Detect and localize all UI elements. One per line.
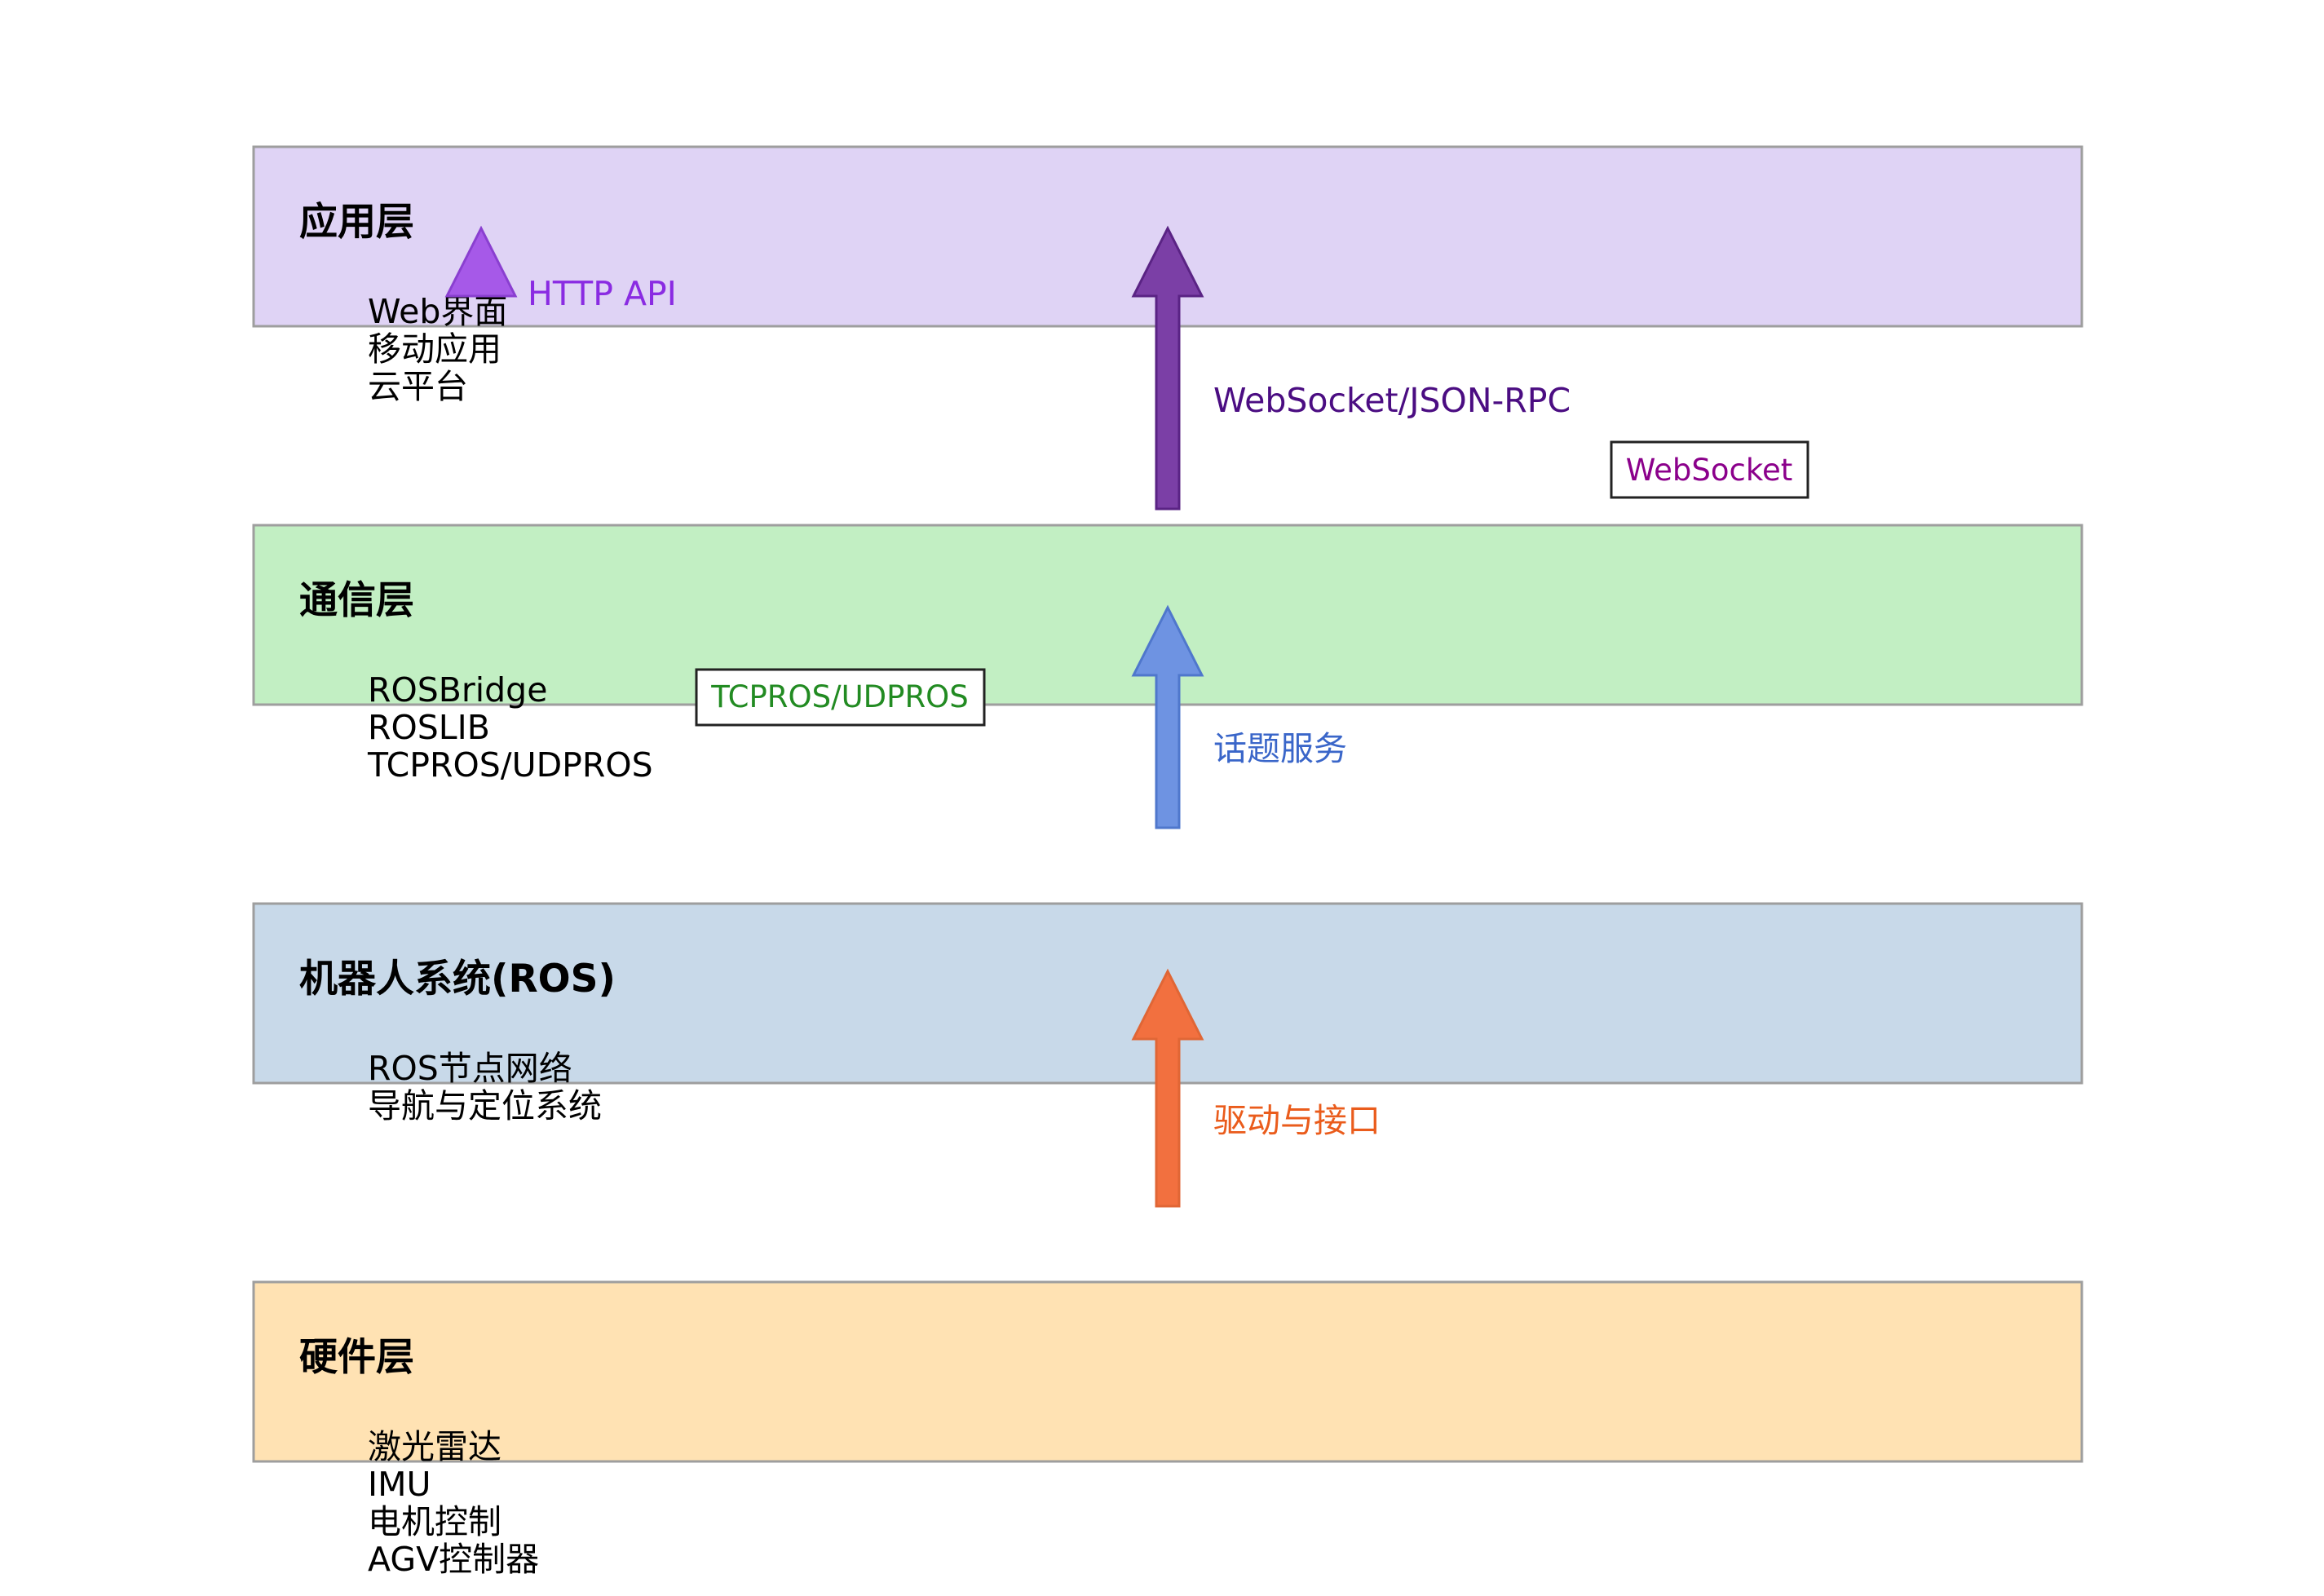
robot-system-layer-title: 机器人系统(ROS) [299, 957, 616, 1001]
websocket-tag-label: WebSocket [1626, 453, 1793, 488]
application-layer-title: 应用层 [299, 200, 414, 245]
layer-item: 导航与定位系统 [368, 1086, 602, 1125]
layer-item: ROSBridge [368, 670, 547, 710]
layer-item: TCPROS/UDPROS [367, 745, 653, 785]
layer-item: Web界面 [368, 292, 507, 331]
driver-interface-arrow [1131, 968, 1204, 1208]
hardware-layer-box [252, 1280, 2083, 1463]
layer-item: ROSLIB [368, 708, 490, 747]
topic-service-arrow [1131, 604, 1204, 829]
http-api-arrowhead [444, 225, 518, 298]
topic-service-label: 话题服务 [1213, 729, 1347, 768]
layer-item: AGV控制器 [368, 1540, 539, 1579]
websocket-tag-box [1610, 440, 1809, 499]
websocket-jsonrpc-label: WebSocket/JSON-RPC [1213, 381, 1571, 420]
layer-item: 激光雷达 [368, 1427, 501, 1466]
hardware-layer-title: 硬件层 [299, 1335, 414, 1380]
layer-item: 移动应用 [368, 329, 501, 369]
http-api-label: HTTP API [528, 274, 677, 313]
layer-item: 电机控制 [368, 1502, 501, 1541]
driver-interface-label: 驱动与接口 [1213, 1101, 1381, 1140]
tcpros-udpros-tag-label: TCPROS/UDPROS [710, 679, 969, 714]
tcpros-udpros-tag-box [695, 668, 986, 727]
websocket-jsonrpc-arrow [1131, 225, 1204, 511]
communication-layer-title: 通信层 [299, 578, 414, 623]
layer-item: IMU [368, 1465, 431, 1504]
layer-item: 云平台 [368, 367, 468, 406]
layer-item: ROS节点网络 [368, 1049, 572, 1088]
